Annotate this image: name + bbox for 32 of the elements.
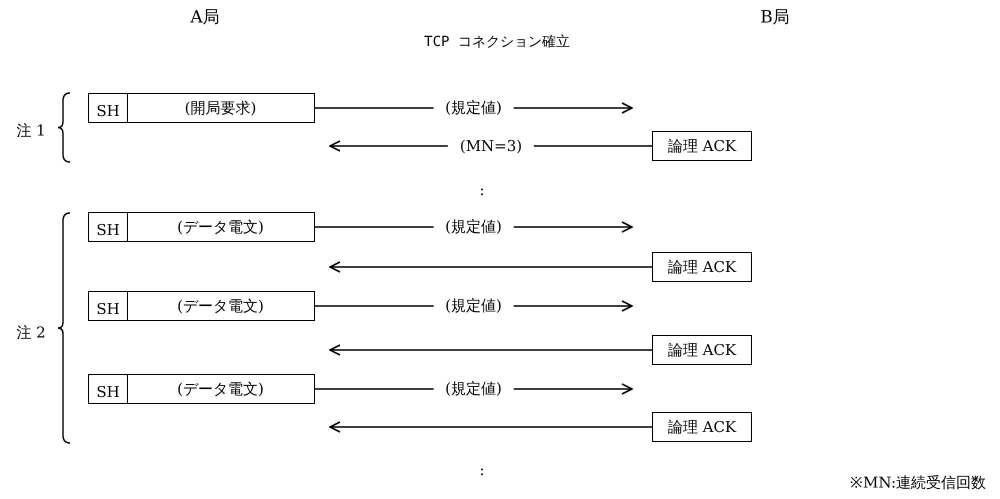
arrow <box>329 344 652 356</box>
header-field: SH <box>88 93 128 123</box>
note-label: 注 2 <box>16 324 46 342</box>
header-field: SH <box>88 291 128 321</box>
arrow <box>329 261 652 273</box>
ack-box: 論理 ACK <box>652 252 752 282</box>
edge-label: (規定値) <box>433 98 514 118</box>
ack-box: 論理 ACK <box>652 335 752 365</box>
continuation-mark: : <box>479 461 485 479</box>
message-frame <box>88 291 315 321</box>
edge-label: (規定値) <box>433 218 514 236</box>
message-field: (データ電文) <box>126 291 314 321</box>
edge-label: (規定値) <box>433 380 514 398</box>
header-field: SH <box>88 212 128 242</box>
continuation-mark: : <box>479 181 485 199</box>
message-field: (開局要求) <box>126 93 314 123</box>
station-label: A局 <box>190 6 220 28</box>
footnote: ※MN:連続受信回数 <box>850 472 986 492</box>
message-frame <box>88 93 315 123</box>
message-field: (データ電文) <box>126 212 314 242</box>
note-label: 注 1 <box>16 122 46 140</box>
ack-box: 論理 ACK <box>652 131 752 161</box>
title: TCP コネクション確立 <box>424 33 570 51</box>
edge-label: (MN=3) <box>448 137 534 155</box>
ack-box: 論理 ACK <box>652 412 752 442</box>
message-frame <box>88 212 315 242</box>
edge-label: (規定値) <box>433 296 514 316</box>
message-field: (データ電文) <box>126 374 314 404</box>
header-field: SH <box>88 374 128 404</box>
message-frame <box>88 374 315 404</box>
station-label: B局 <box>760 6 790 28</box>
arrow <box>329 421 652 433</box>
